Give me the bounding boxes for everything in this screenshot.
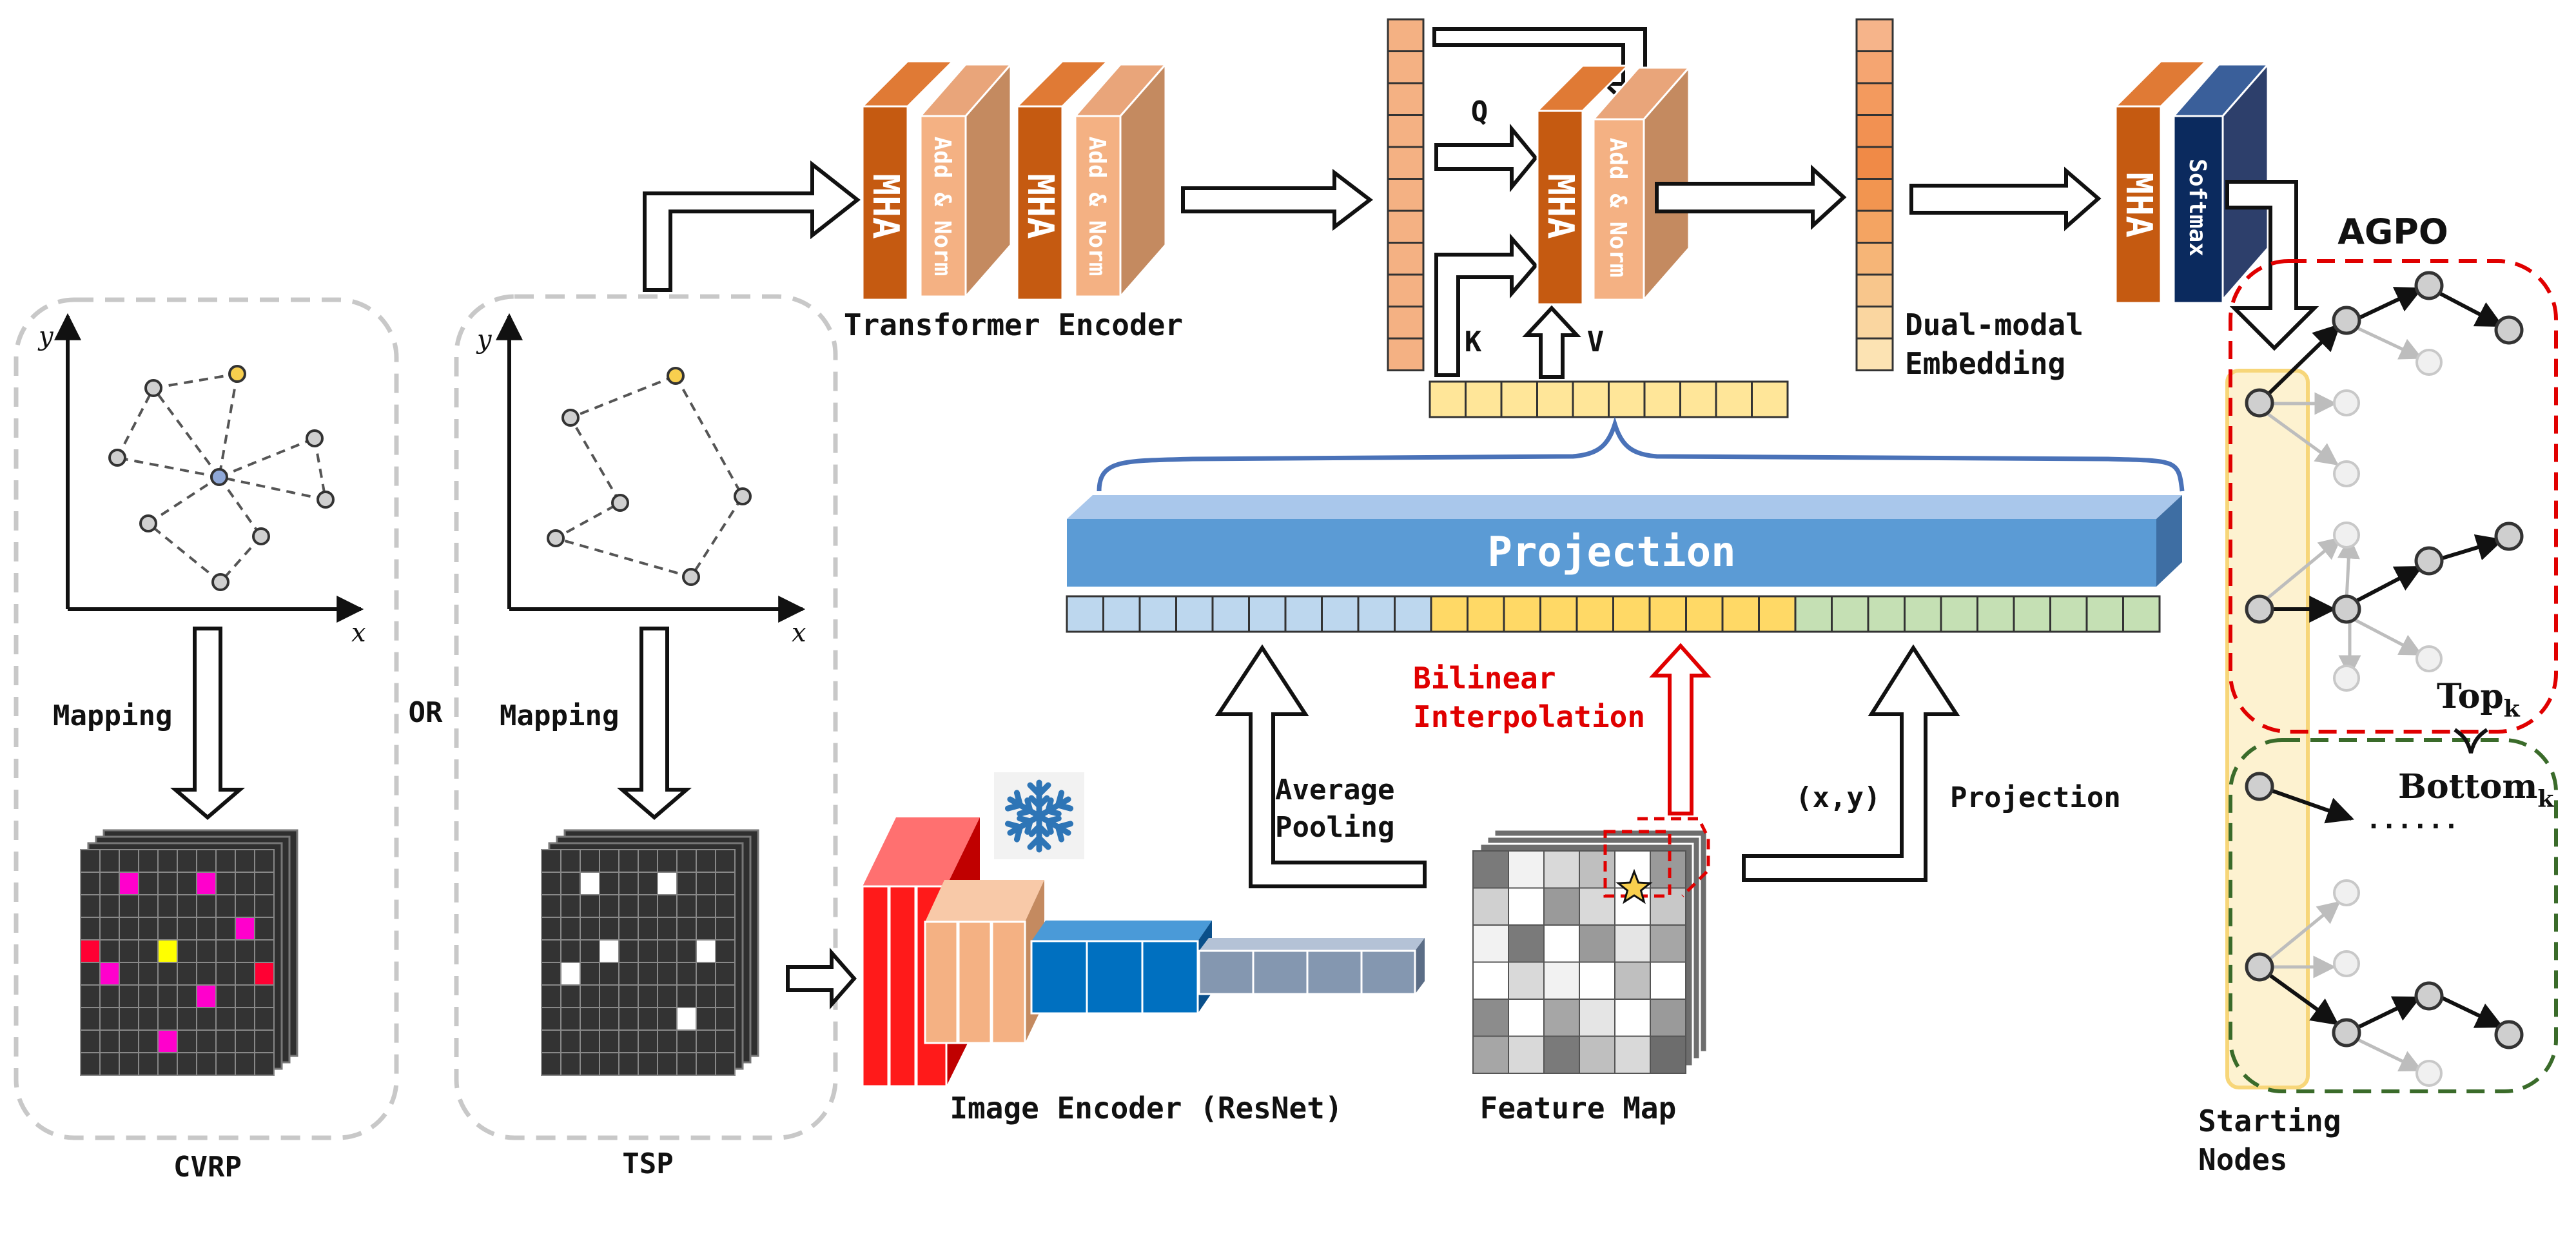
add-norm-label-3: Add & Norm: [1605, 138, 1631, 278]
depot-node: [210, 468, 228, 486]
bilinear-label-line2: Interpolation: [1413, 699, 1645, 734]
cvrp-x-axis-label: x: [351, 618, 366, 648]
cvrp-mapping-arrow: [170, 627, 246, 820]
star-icon: [1615, 868, 1653, 904]
concatenated-feature-row: [1066, 595, 2161, 633]
projection-bar-label: Projection: [1487, 529, 1735, 576]
mha-label-3: MHA: [1539, 173, 1581, 239]
cross-attention-block: Q K V MHA Add & Norm: [1432, 27, 1692, 379]
top-k-label: Topk: [2437, 677, 2521, 723]
tsp-image-grid: [541, 829, 759, 1076]
tsp-mapping-arrow: [616, 627, 692, 820]
encoder-layer-1: MHA Add & Norm: [860, 60, 1013, 301]
softmax-label: Softmax: [2184, 159, 2210, 257]
resnet-stage-3: [1030, 921, 1212, 1015]
image-token-row: [1429, 380, 1789, 418]
projection-brace: [1097, 416, 2185, 492]
or-label: OR: [409, 696, 443, 729]
tsp-y-axis-label: y: [476, 325, 493, 355]
svg-text:Topk: Topk: [2437, 677, 2521, 723]
arrow-encoder-to-tokens: [1181, 168, 1373, 231]
decoder-softmax-layer: MHA Softmax: [2113, 60, 2270, 304]
resnet-stage-2: [924, 880, 1044, 1044]
add-norm-label-2: Add & Norm: [1084, 137, 1110, 277]
average-pooling-line2: Pooling: [1275, 811, 1394, 844]
tsp-plot: y x: [476, 313, 806, 648]
coordinate-projection-arrow: [1742, 644, 1960, 882]
starting-nodes-line2: Nodes: [2198, 1142, 2287, 1177]
image-encoder-resnet: Image Encoder (ResNet): [861, 772, 1425, 1126]
xy-label: (x,y): [1795, 781, 1880, 814]
projection-side-label: Projection: [1950, 781, 2121, 814]
average-pooling-arrow: [1215, 644, 1427, 888]
average-pooling-line1: Average: [1275, 774, 1394, 806]
arrow-to-image-encoder: [786, 948, 857, 1009]
arrow-to-transformer: [643, 160, 861, 292]
svg-text:Bottomk: Bottomk: [2398, 767, 2554, 813]
q-arrow: [1434, 123, 1538, 193]
k-label: K: [1465, 326, 1482, 358]
bottom-k-group: [2229, 738, 2558, 1093]
arrow-to-agpo: [2225, 180, 2319, 351]
feature-map: [1472, 817, 1710, 1074]
node-token-column: [1387, 18, 1425, 371]
tsp-label: TSP: [622, 1147, 673, 1180]
mha-label-4: MHA: [2118, 172, 2160, 237]
mha-label-2: MHA: [1019, 173, 1061, 239]
starting-nodes-line1: Starting: [2198, 1104, 2341, 1138]
projection-bar: Projection: [1067, 495, 2182, 587]
bottom-k-label: Bottomk: [2398, 767, 2554, 813]
add-norm-label-1: Add & Norm: [929, 137, 955, 277]
cvrp-mapping-label: Mapping: [53, 699, 172, 732]
v-arrow: [1522, 305, 1581, 379]
q-label: Q: [1471, 95, 1488, 128]
transformer-encoder: MHA Add & Norm MHA Add & Norm Transforme…: [844, 60, 1183, 342]
arrow-to-dual-modal: [1655, 164, 1847, 230]
highlight-node: [228, 365, 246, 383]
v-label: V: [1587, 326, 1605, 358]
feature-map-label: Feature Map: [1480, 1091, 1677, 1126]
ellipsis-label: ......: [2366, 805, 2459, 835]
bilinear-interpolation-arrow: [1649, 643, 1712, 815]
dual-modal-label-line2: Embedding: [1905, 346, 2065, 381]
encoder-layer-2: MHA Add & Norm: [1015, 60, 1168, 301]
agpo-module: AGPO: [2198, 211, 2558, 1177]
cvrp-plot: y x: [37, 313, 366, 648]
cvrp-image-grid: [80, 829, 298, 1076]
tsp-panel: y x Mapping TSP: [454, 294, 838, 1180]
cvrp-y-axis-label: y: [37, 322, 54, 351]
transformer-encoder-label: Transformer Encoder: [844, 307, 1183, 342]
k-arrow: [1434, 233, 1538, 377]
resnet-stage-4: [1198, 938, 1425, 995]
cvrp-label: CVRP: [173, 1151, 242, 1184]
cvrp-panel: y x: [14, 297, 399, 1184]
snowflake-icon: [994, 772, 1084, 859]
tsp-highlight-node: [667, 367, 685, 385]
agpo-label: AGPO: [2337, 211, 2448, 252]
dual-modal-embedding-column: [1855, 18, 1894, 371]
image-encoder-label: Image Encoder (ResNet): [950, 1091, 1342, 1126]
top-k-group: [2229, 259, 2558, 734]
bilinear-label-line1: Bilinear: [1413, 661, 1556, 696]
mha-label-1: MHA: [864, 173, 906, 239]
dual-modal-label-line1: Dual-modal: [1905, 307, 2083, 342]
tsp-mapping-label: Mapping: [500, 699, 619, 732]
arrow-to-softmax: [1909, 166, 2102, 231]
tsp-x-axis-label: x: [792, 618, 806, 648]
